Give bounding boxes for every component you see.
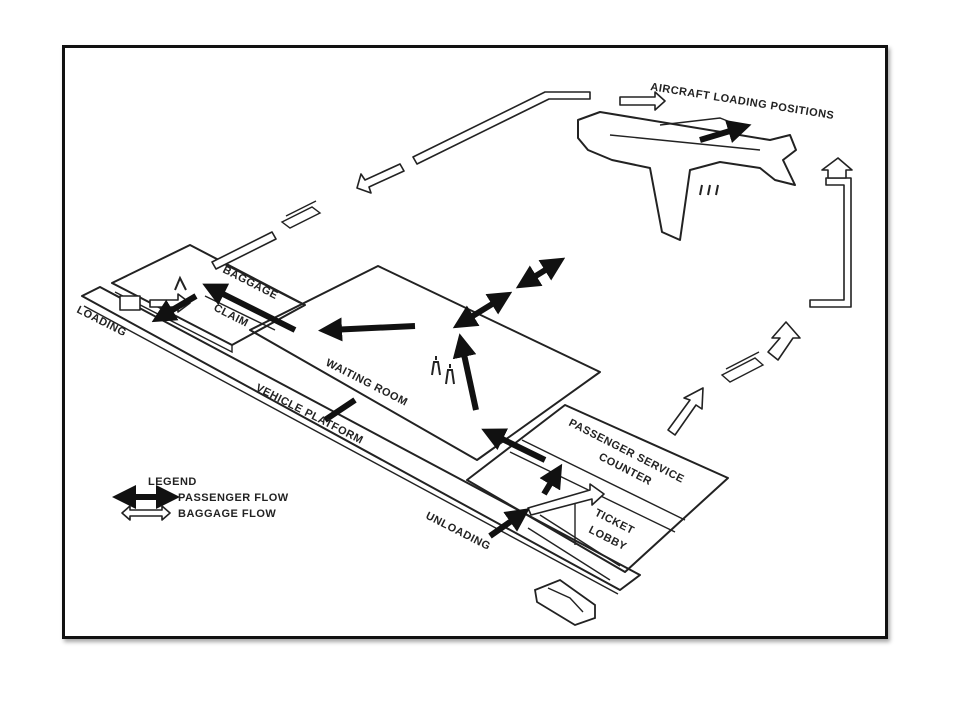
car-icon bbox=[533, 578, 596, 626]
passenger-flow-arrows bbox=[151, 257, 566, 539]
legend-baggage-flow: BAGGAGE FLOW bbox=[178, 508, 276, 520]
waiting-room-label: WAITING ROOM bbox=[324, 357, 410, 409]
waiting-room-area bbox=[249, 265, 601, 461]
people-figures-icon bbox=[174, 184, 719, 385]
baggage-flow-route bbox=[119, 91, 853, 516]
legend: LEGEND PASSENGER FLOW BAGGAGE FLOW bbox=[112, 476, 289, 521]
baggage-cart-icon bbox=[280, 200, 322, 229]
legend-passenger-flow: PASSENGER FLOW bbox=[178, 492, 289, 504]
legend-title: LEGEND bbox=[148, 476, 197, 488]
aircraft-loading-positions-label: AIRCRAFT LOADING POSITIONS bbox=[650, 81, 836, 122]
unloading-label: UNLOADING bbox=[424, 510, 493, 553]
vehicle-platform-strip bbox=[81, 286, 641, 595]
baggage-flow-swatch bbox=[121, 505, 171, 521]
airplane-icon bbox=[577, 111, 797, 241]
baggage-cart-icon bbox=[720, 351, 765, 383]
vehicle-platform-label: VEHICLE PLATFORM bbox=[254, 382, 365, 447]
